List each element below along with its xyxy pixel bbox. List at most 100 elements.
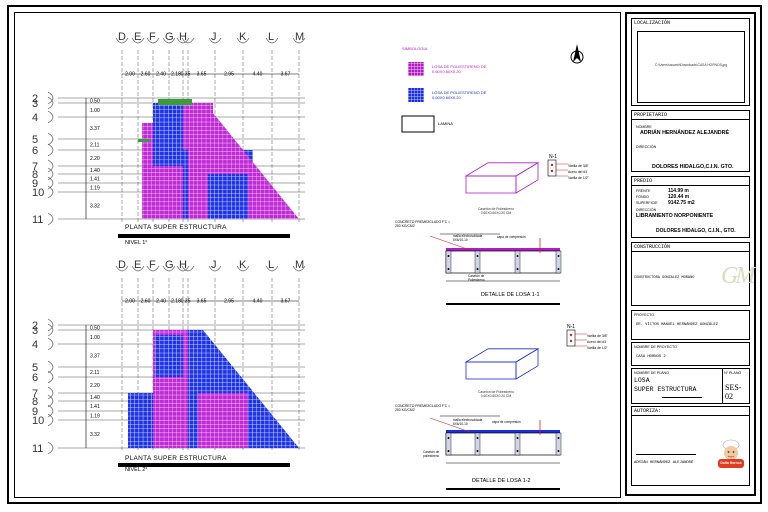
detail-1-title-bar	[446, 303, 560, 305]
row-bubble	[47, 441, 54, 455]
detail-1-title: DETALLE DE LOSA 1-1	[481, 292, 540, 298]
row-bubble	[47, 370, 54, 384]
row-dimension-label: 2.20	[90, 156, 100, 162]
column-bubble	[131, 37, 145, 44]
span-dimension-label: 3.67	[281, 299, 291, 305]
column-bubble	[162, 265, 176, 272]
location-header: LOCALIZACIÓN	[634, 20, 671, 26]
project-value: DR. VÍCTOR MANUEL HERNÁNDEZ GONZÁLEZ	[636, 323, 719, 327]
detail-2-section	[429, 415, 562, 464]
legend-symbol-lamina	[401, 115, 435, 133]
stair-lamina	[158, 99, 192, 105]
row-dimension-label: 3.32	[90, 432, 100, 438]
detail-2-n-label: N-1	[567, 324, 576, 330]
detail-1-rebar-1: Varilla de 3/8"	[568, 164, 589, 168]
column-bubble	[181, 37, 195, 44]
authors-cell: AUTORIZA: ADRIÁN HERNÁNDEZ ALEJANDRÉ Doñ…	[631, 406, 750, 486]
row-dimension-label: 1.19	[90, 414, 100, 420]
plan-name-label: NOMBRE DE PLANO	[634, 371, 669, 375]
detail-1-rebar-2: Acero del #3	[568, 170, 588, 174]
detail-1-topping-note: capa de compresión	[497, 235, 526, 239]
detail-1-caption: Casetón de Poliestireno 0.60X0.60X0.20 C…	[477, 207, 514, 215]
span-dimension-label: 4.40	[253, 72, 263, 78]
chef-badge-icon: Doña Hornos	[716, 437, 746, 471]
authors-divider	[632, 415, 749, 416]
plan-number: SES-02	[725, 383, 742, 401]
legend-title: SIMBOLOGIA	[402, 46, 428, 51]
row-label-3: 3	[32, 98, 38, 110]
row-label-10: 10	[32, 415, 44, 427]
owner-label: NOMBRE	[636, 125, 652, 129]
location-image-box: C:\Users\usuario\Downloads\CASA HORNOS.j…	[637, 31, 745, 103]
row-bubble	[47, 167, 54, 181]
column-label-e: E	[134, 31, 141, 43]
span-dimension-label: 0.35	[181, 72, 191, 78]
property-address-label: DIRECCIÓN	[636, 208, 657, 212]
drawing-frame	[14, 12, 621, 498]
row-bubble	[47, 96, 54, 110]
column-label-d: D	[118, 31, 126, 43]
project-label: PROYECTO	[634, 313, 655, 317]
row-label-11: 11	[32, 443, 43, 455]
row-label-6: 6	[32, 372, 38, 384]
drawing-sheet	[7, 5, 762, 504]
detail-1-caseton-note: Casetón de Poliestireno	[468, 274, 485, 282]
owner-address-label: DIRECCIÓN	[636, 145, 657, 149]
row-bubble	[47, 323, 54, 337]
row-label-6: 6	[32, 145, 38, 157]
location-path: C:\Users\usuario\Downloads\CASA HORNOS.j…	[654, 63, 728, 67]
row-dimension-label: 1.00	[90, 108, 100, 114]
fondo-value: 120.44 m	[668, 194, 690, 200]
property-header: PREDIO	[634, 178, 653, 184]
row-dimension-label: 2.11	[90, 143, 100, 149]
column-label-l: L	[268, 31, 274, 43]
row-bubble	[47, 159, 54, 173]
column-bubble	[146, 37, 160, 44]
row-label-7: 7	[32, 161, 38, 173]
row-bubble	[47, 413, 54, 427]
span-dimension-label: 2.18	[171, 72, 181, 78]
span-dimension-label: 2.18	[171, 299, 181, 305]
detail-1-concrete-note: CONCRETO PREMEZCLADO F'C = 250 KG/CM2	[395, 220, 451, 228]
plan-title-level-2: PLANTA SUPER ESTRUCTURA	[125, 455, 227, 462]
detail-1-caseton-block	[464, 162, 540, 194]
span-dimension-label: 2.00	[125, 299, 135, 305]
column-bubble	[208, 37, 222, 44]
slab-panel-blue	[155, 335, 183, 377]
span-dimension-label: 4.40	[253, 299, 263, 305]
stair-lamina	[138, 139, 150, 142]
plan-name-line-2: SUPER ESTRUCTURA	[634, 386, 697, 393]
row-label-8: 8	[32, 169, 38, 181]
row-bubble	[47, 337, 54, 351]
plan-name-divider	[722, 369, 723, 403]
span-dimension-label: 0.35	[181, 299, 191, 305]
detail-2-title: DETALLE DE LOSA 1-2	[472, 478, 531, 484]
column-label-f: F	[149, 259, 156, 271]
row-dimension-label: 2.20	[90, 383, 100, 389]
plan-name-cell: NOMBRE DE PLANO LOSA SUPER ESTRUCTURA N°…	[631, 368, 750, 404]
plan-name-line-1: LOSA	[634, 377, 650, 384]
column-label-h: H	[179, 259, 187, 271]
north-arrow-icon	[570, 44, 584, 64]
row-label-2: 2	[32, 93, 38, 105]
rebar-section-icon	[566, 329, 587, 347]
legend-symbol-blue	[408, 88, 424, 102]
column-label-j: J	[211, 31, 217, 43]
row-bubble	[47, 212, 54, 226]
row-label-7: 7	[32, 388, 38, 400]
column-label-d: D	[118, 259, 126, 271]
span-dimension-label: 2.40	[156, 299, 166, 305]
row-bubble	[47, 176, 54, 190]
column-label-m: M	[295, 31, 304, 43]
frente-value: 114.99 m	[668, 188, 689, 194]
construction-cell: CONSTRUCCIÓN CONSTRUCTORA GONZALEZ MORAN…	[631, 242, 755, 306]
row-bubble	[47, 318, 54, 332]
column-label-e: E	[134, 259, 141, 271]
column-bubble	[115, 37, 129, 44]
row-dimension-label: 1.40	[90, 168, 100, 174]
plan-title-level-1: PLANTA SUPER ESTRUCTURA	[125, 224, 227, 231]
row-dimension-label: 1.19	[90, 186, 100, 192]
column-label-k: K	[239, 31, 247, 43]
column-bubble	[181, 265, 195, 272]
